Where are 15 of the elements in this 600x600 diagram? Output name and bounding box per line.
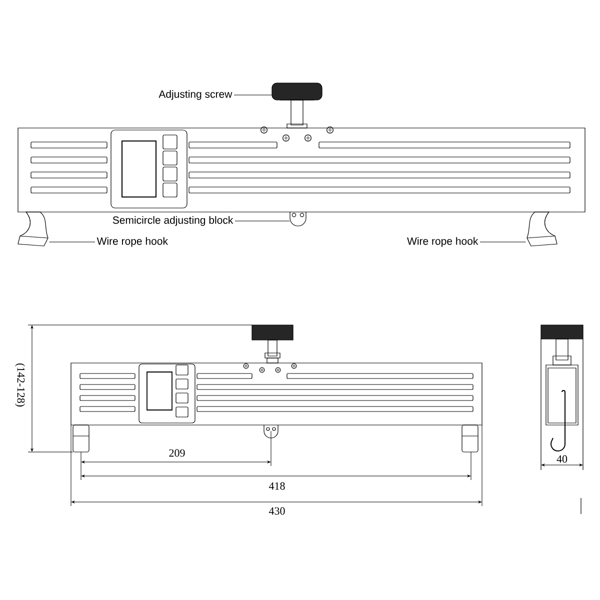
leader-line — [234, 94, 272, 96]
hook-drawing — [18, 212, 48, 246]
adjusting-screw-drawing — [272, 82, 322, 128]
callout-label: Adjusting screw — [158, 90, 232, 100]
hook-drawing — [526, 212, 558, 246]
callout-label: Semicircle adjusting block — [112, 216, 234, 226]
callout-label: Wire rope hook — [96, 237, 168, 247]
dimension-text: 40 — [556, 454, 568, 464]
dimension-text: 418 — [268, 481, 286, 491]
callout-label: Wire rope hook — [407, 237, 478, 247]
dimension-text: (142-128) — [15, 364, 25, 407]
dimension-text: 209 — [168, 448, 186, 458]
dimension-text: 430 — [268, 506, 286, 516]
leader-line — [234, 220, 290, 222]
semicircle-block-drawing — [290, 212, 306, 226]
